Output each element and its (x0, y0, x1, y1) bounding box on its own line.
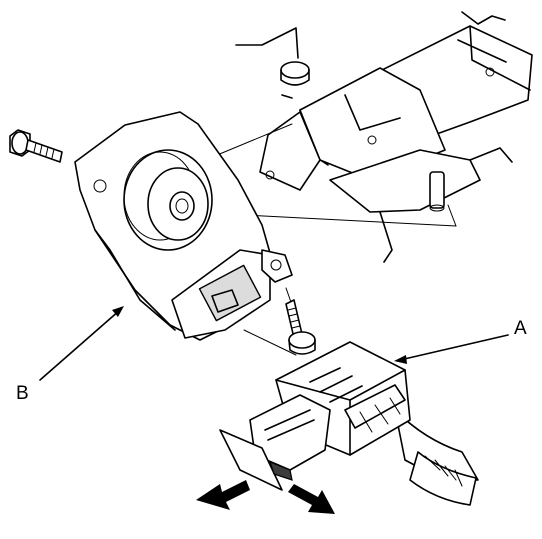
leader-line-b (39, 306, 124, 381)
steering-column (235, 11, 533, 263)
mounting-bolt-upper (9, 129, 63, 163)
mounting-bolt-lower (285, 299, 316, 355)
push-in-arrow (288, 484, 335, 514)
pull-out-arrow (196, 480, 250, 510)
ignition-switch-b (74, 111, 293, 341)
callout-label-a: A (514, 318, 527, 339)
callout-label-b: B (16, 383, 29, 404)
connector-a (219, 341, 479, 506)
leader-line-a (394, 334, 509, 364)
